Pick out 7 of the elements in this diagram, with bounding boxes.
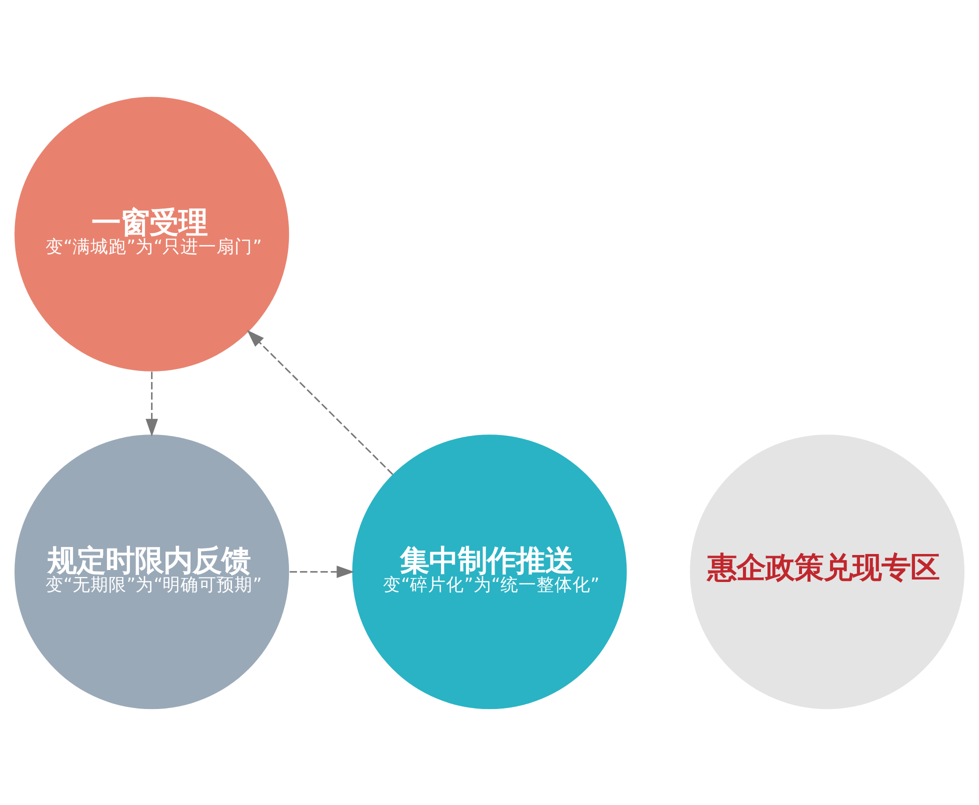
arrow: [146, 371, 158, 436]
node-circle: 惠企政策兑现专区: [690, 434, 964, 709]
node-circle: 一窗受理 变“满城跑”为“只进一扇门”: [14, 96, 290, 371]
node-circle: 集中制作推送 变“碎片化”为“统一整体化”: [352, 434, 627, 709]
node-circle: 规定时限内反馈 变“无期限”为“明确可预期”: [14, 434, 290, 709]
arrow: [290, 565, 354, 578]
arrow: [247, 329, 394, 474]
